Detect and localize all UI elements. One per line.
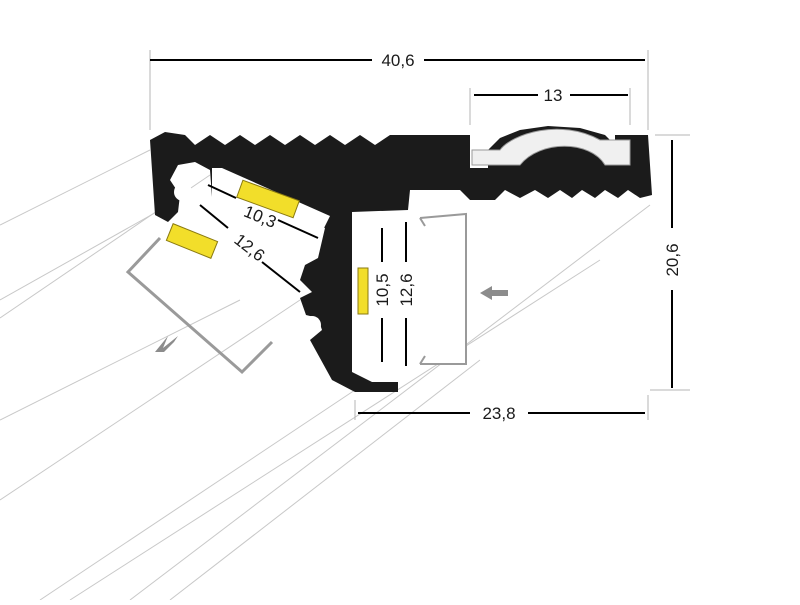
dim-channel-width: 23,8 [482,404,515,423]
vertical-diffuser [419,212,467,365]
dim-cover-width: 13 [544,86,563,105]
led-strip-angled [165,223,219,259]
arrow-icon [155,336,178,352]
cover-diffuser [471,128,631,166]
dim-overall-width: 40,6 [381,51,414,70]
extension-lines [149,50,690,420]
angled-diffuser [125,236,274,375]
dim-vertical-channel-width: 12,6 [397,273,416,306]
led-strip-vertical [357,267,369,315]
aluminium-profile [150,126,652,392]
led-strip-top [236,179,300,219]
dim-vertical-led-width: 10,5 [373,273,392,306]
arrow-icon [480,286,508,300]
dim-angled-channel-width: 12,6 [230,230,268,265]
dimension-lines [150,59,673,414]
top-grooves [174,183,321,334]
insertion-arrows [155,286,508,352]
dim-height: 20,6 [663,243,682,276]
